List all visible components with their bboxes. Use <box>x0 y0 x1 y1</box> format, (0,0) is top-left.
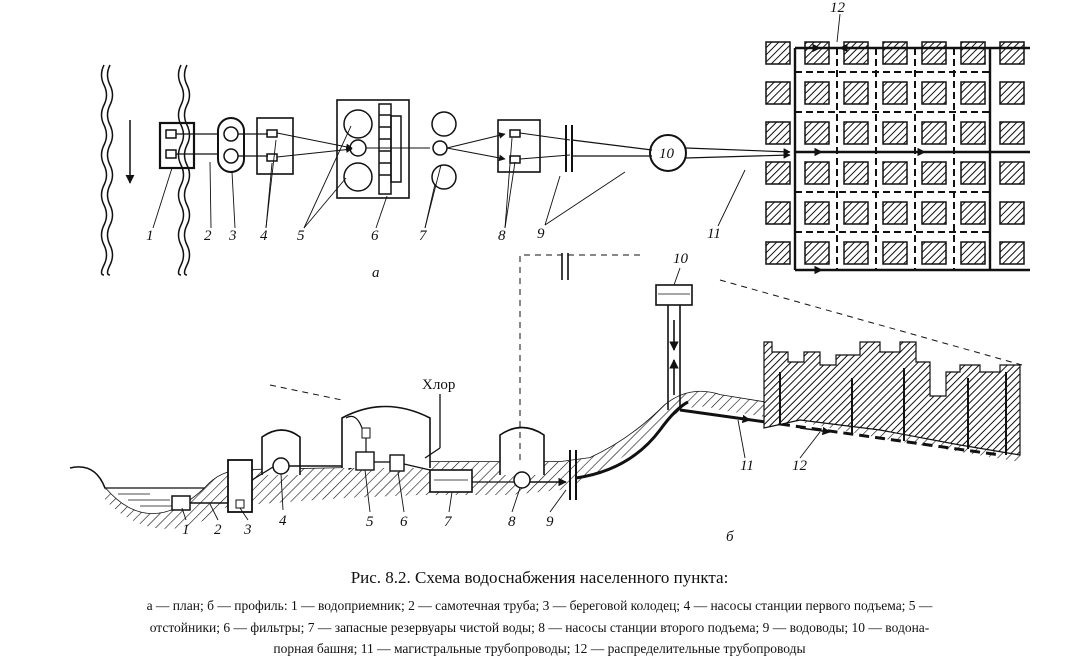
profile-pump-station-2 <box>499 426 545 475</box>
plan-treatment-building <box>336 99 410 199</box>
profile-label-4: 4 <box>279 513 287 529</box>
profile-distribution-pipe <box>779 422 1001 457</box>
plan-label-2: 2 <box>204 228 212 244</box>
plan-label-12: 12 <box>830 0 846 16</box>
projection-dashes <box>519 254 562 460</box>
plan-reservoir-bottom <box>431 164 457 190</box>
profile-chlorine-label: Хлор <box>422 377 455 393</box>
profile-label-11: 11 <box>740 458 754 474</box>
profile-water-tower <box>655 284 693 306</box>
profile-label-5: 5 <box>366 514 374 530</box>
profile-conduit <box>575 400 689 480</box>
plan-labels: 1 2 3 4 5 6 7 8 9 10 11 12 а <box>146 0 846 281</box>
figure-legend-line-3: порная башня; 11 — магистральные трубопр… <box>273 641 806 656</box>
plan-label-11: 11 <box>707 226 721 242</box>
profile-label-9: 9 <box>546 514 554 530</box>
plan-pump-station-1 <box>256 117 294 175</box>
profile-treatment-building <box>341 405 431 468</box>
water-supply-diagram: 1 2 3 4 5 6 7 8 9 10 11 12 а <box>69 0 1030 545</box>
plan-label-8: 8 <box>498 228 506 244</box>
profile-reservoir <box>429 469 473 493</box>
plan-label-9: 9 <box>537 226 545 242</box>
plan-city-grid <box>765 41 1030 275</box>
profile-label-10: 10 <box>673 251 689 267</box>
plan-label-7: 7 <box>419 228 428 244</box>
profile-label-6: 6 <box>400 514 408 530</box>
plan-label-10: 10 <box>659 146 675 162</box>
plan-label-4: 4 <box>260 228 268 244</box>
profile-labels: 1 2 3 4 5 6 7 8 9 10 11 12 б <box>181 251 821 545</box>
profile-label-8: 8 <box>508 514 516 530</box>
plan-water-tower <box>649 134 687 172</box>
profile-label-7: 7 <box>444 514 453 530</box>
profile-panel-label: б <box>726 529 734 545</box>
plan-label-6: 6 <box>371 228 379 244</box>
plan-intake <box>158 121 196 170</box>
profile-view: Хлор <box>69 253 1023 529</box>
profile-label-1: 1 <box>182 522 190 538</box>
profile-label-12: 12 <box>792 458 808 474</box>
profile-intake <box>171 495 191 511</box>
profile-city-buildings <box>763 341 1021 456</box>
profile-label-3: 3 <box>243 522 252 538</box>
plan-pump-station-2 <box>497 119 541 173</box>
plan-panel-label: а <box>372 265 380 281</box>
plan-shore-well <box>217 117 245 173</box>
figure-caption-title: Рис. 8.2. Схема водоснабжения населенног… <box>350 568 729 587</box>
plan-label-1: 1 <box>146 228 154 244</box>
figure-legend-line-2: отстойники; 6 — фильтры; 7 — запасные ре… <box>149 620 930 635</box>
plan-label-5: 5 <box>297 228 305 244</box>
profile-label-2: 2 <box>214 522 222 538</box>
plan-reservoir-top <box>431 111 457 137</box>
profile-pump-station-1 <box>261 429 301 475</box>
river-banks <box>100 64 191 276</box>
plan-label-3: 3 <box>228 228 237 244</box>
figure-legend-line-1: а — план; б — профиль: 1 — водоприемник;… <box>146 598 933 613</box>
